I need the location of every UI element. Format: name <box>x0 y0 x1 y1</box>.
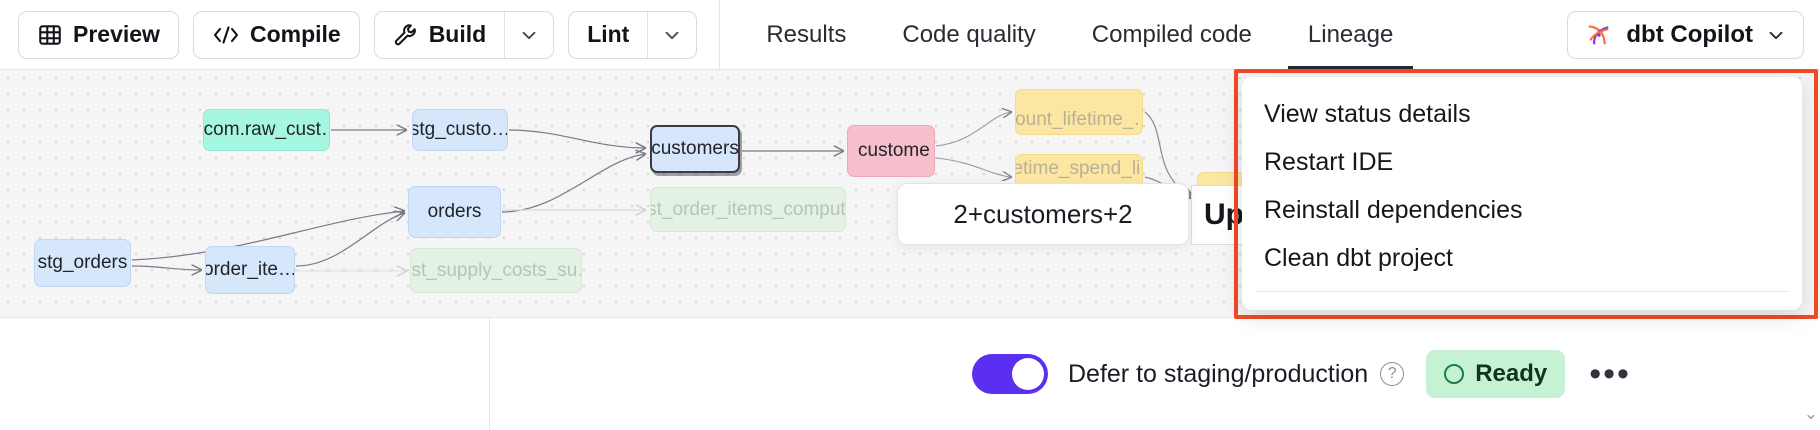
chevron-down-icon <box>518 24 540 46</box>
ellipsis-icon[interactable]: ••• <box>1589 355 1631 393</box>
lint-button-label: Lint <box>587 21 630 47</box>
lint-button[interactable]: Lint <box>569 11 649 58</box>
lineage-node-label: test_supply_costs_su… <box>411 259 581 281</box>
lineage-node-label: lifetime_spend_li… <box>1016 158 1142 179</box>
result-tabs: Results Code quality Compiled code Linea… <box>738 0 1421 70</box>
tab-lineage-label: Lineage <box>1307 20 1394 48</box>
lineage-node-stg-orders[interactable]: stg_orders <box>34 239 131 287</box>
lineage-node-label: orders <box>427 201 482 222</box>
menu-item-clean-dbt-project[interactable]: Clean dbt project <box>1242 237 1802 279</box>
lint-button-group: Lint <box>568 10 698 59</box>
build-button-label: Build <box>428 21 487 47</box>
lineage-node-label: ecom.raw_cust… <box>203 119 329 140</box>
menu-item-label: Reinstall dependencies <box>1264 195 1523 224</box>
menu-item-label: Restart IDE <box>1264 147 1394 176</box>
lineage-node-orders[interactable]: orders <box>408 186 501 238</box>
status-badge-label: Ready <box>1475 360 1548 387</box>
lineage-node-label: stg_orders <box>37 252 128 273</box>
code-brackets-icon <box>212 23 240 47</box>
build-button[interactable]: Build <box>375 11 506 58</box>
menu-item-restart-ide[interactable]: Restart IDE <box>1242 141 1802 183</box>
status-bar-divider <box>489 318 490 430</box>
menu-item-reinstall-dependencies[interactable]: Reinstall dependencies <box>1242 189 1802 231</box>
menu-item-rollback-to-remote[interactable]: ! Rollback to remote <box>1242 302 1802 311</box>
ide-status-menu: View status details Restart IDE Reinstal… <box>1242 77 1802 310</box>
menu-item-label: Rollback to remote <box>1304 309 1512 311</box>
defer-label: Defer to staging/production <box>1068 359 1369 388</box>
lineage-node-label: custome <box>858 140 930 161</box>
tab-lineage[interactable]: Lineage <box>1280 0 1421 70</box>
action-button-group: Preview Compile <box>0 10 698 59</box>
build-dropdown-toggle[interactable] <box>505 12 553 58</box>
lineage-node-order-items[interactable]: order_ite… <box>205 246 295 294</box>
menu-item-label: View status details <box>1264 99 1471 128</box>
lineage-node-label: stg_custo… <box>412 119 508 140</box>
wrench-icon <box>393 22 419 48</box>
lineage-node-tooltip: 2+customers+2 <box>897 183 1189 245</box>
menu-highlight-outline <box>1234 69 1818 319</box>
lineage-node-label: test_order_items_comput… <box>651 198 846 220</box>
menu-item-view-status-details[interactable]: View status details <box>1242 93 1802 135</box>
preview-button[interactable]: Preview <box>18 10 179 59</box>
chevron-down-icon <box>1765 24 1787 46</box>
status-circle-icon <box>1444 364 1465 384</box>
build-button-group: Build <box>373 10 555 59</box>
lineage-node-label: count_lifetime_… <box>1015 109 1142 130</box>
menu-separator <box>1256 291 1788 292</box>
toolbar-divider <box>719 0 721 70</box>
chevron-down-icon <box>661 24 683 46</box>
tab-results[interactable]: Results <box>738 0 874 70</box>
lineage-node-customers[interactable]: customers <box>650 125 740 173</box>
menu-item-label: Clean dbt project <box>1264 243 1454 272</box>
lineage-node-test-order-items[interactable]: test_order_items_comput… <box>650 187 846 232</box>
dbt-copilot-label: dbt Copilot <box>1626 21 1753 48</box>
preview-button-label: Preview <box>73 21 160 47</box>
lineage-node-ecom-raw-customers[interactable]: ecom.raw_cust… <box>203 109 330 151</box>
lineage-node-customers-metric[interactable]: custome <box>847 125 935 177</box>
lineage-node-test-supply-costs[interactable]: test_supply_costs_su… <box>410 248 582 293</box>
compile-button-label: Compile <box>249 21 341 47</box>
dbt-copilot-button[interactable]: dbt Copilot <box>1567 11 1804 59</box>
defer-toggle[interactable] <box>972 354 1048 394</box>
tab-code-quality[interactable]: Code quality <box>874 0 1063 70</box>
tab-compiled-code[interactable]: Compiled code <box>1064 0 1280 70</box>
tab-results-label: Results <box>766 20 847 48</box>
lineage-node-count-lifetime[interactable]: count_lifetime_… <box>1015 89 1143 135</box>
tab-compiled-code-label: Compiled code <box>1091 20 1252 48</box>
lineage-node-label: order_ite… <box>205 259 295 280</box>
lineage-node-stg-customers[interactable]: stg_custo… <box>412 109 508 151</box>
bottom-status-bar: Defer to staging/production ? Ready ••• <box>0 317 1820 430</box>
top-toolbar: Preview Compile <box>0 0 1820 70</box>
dbt-copilot-icon <box>1584 20 1614 50</box>
lineage-node-label: customers <box>651 138 739 159</box>
status-badge[interactable]: Ready <box>1426 350 1566 398</box>
lineage-tooltip-text: 2+customers+2 <box>953 198 1133 229</box>
scroll-indicator: ⌄ <box>1803 404 1818 423</box>
lint-dropdown-toggle[interactable] <box>648 12 696 58</box>
table-icon <box>37 22 63 48</box>
question-mark-icon[interactable]: ? <box>1380 362 1405 386</box>
defer-toggle-knob <box>1012 358 1044 390</box>
tab-code-quality-label: Code quality <box>902 20 1036 48</box>
compile-button[interactable]: Compile <box>192 10 360 59</box>
